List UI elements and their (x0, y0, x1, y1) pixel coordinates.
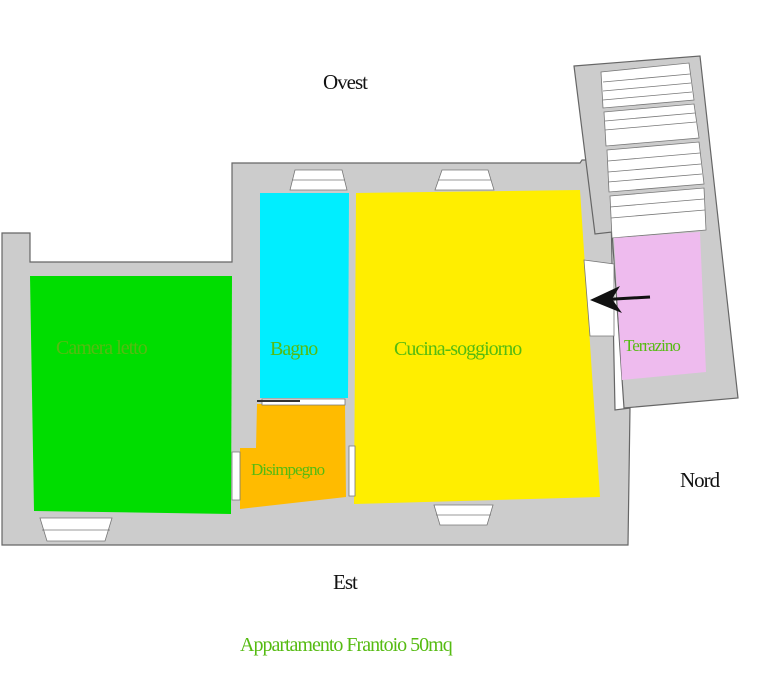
terrace-fill (614, 232, 706, 380)
terrace-label: Terrazino (624, 336, 681, 355)
compass-west-label: Ovest (323, 70, 368, 94)
bathroom-fill (260, 193, 349, 398)
kitchen-fill (354, 190, 600, 504)
compass-east-label: Est (333, 570, 358, 594)
kitchen-label: Cucina-soggiorno (394, 338, 522, 360)
hall-label: Disimpegno (251, 460, 325, 479)
compass-north-label: Nord (680, 468, 720, 492)
bedroom-fill (30, 276, 232, 514)
bathroom-label: Bagno (270, 338, 318, 360)
bedroom-label: Camera letto (56, 337, 148, 359)
entrance-arrow-icon (590, 286, 651, 313)
openings (39, 169, 615, 542)
hall-fill (240, 404, 346, 509)
staircase (600, 62, 707, 239)
plan-caption: Appartamento Frantoio 50mq (240, 634, 453, 656)
